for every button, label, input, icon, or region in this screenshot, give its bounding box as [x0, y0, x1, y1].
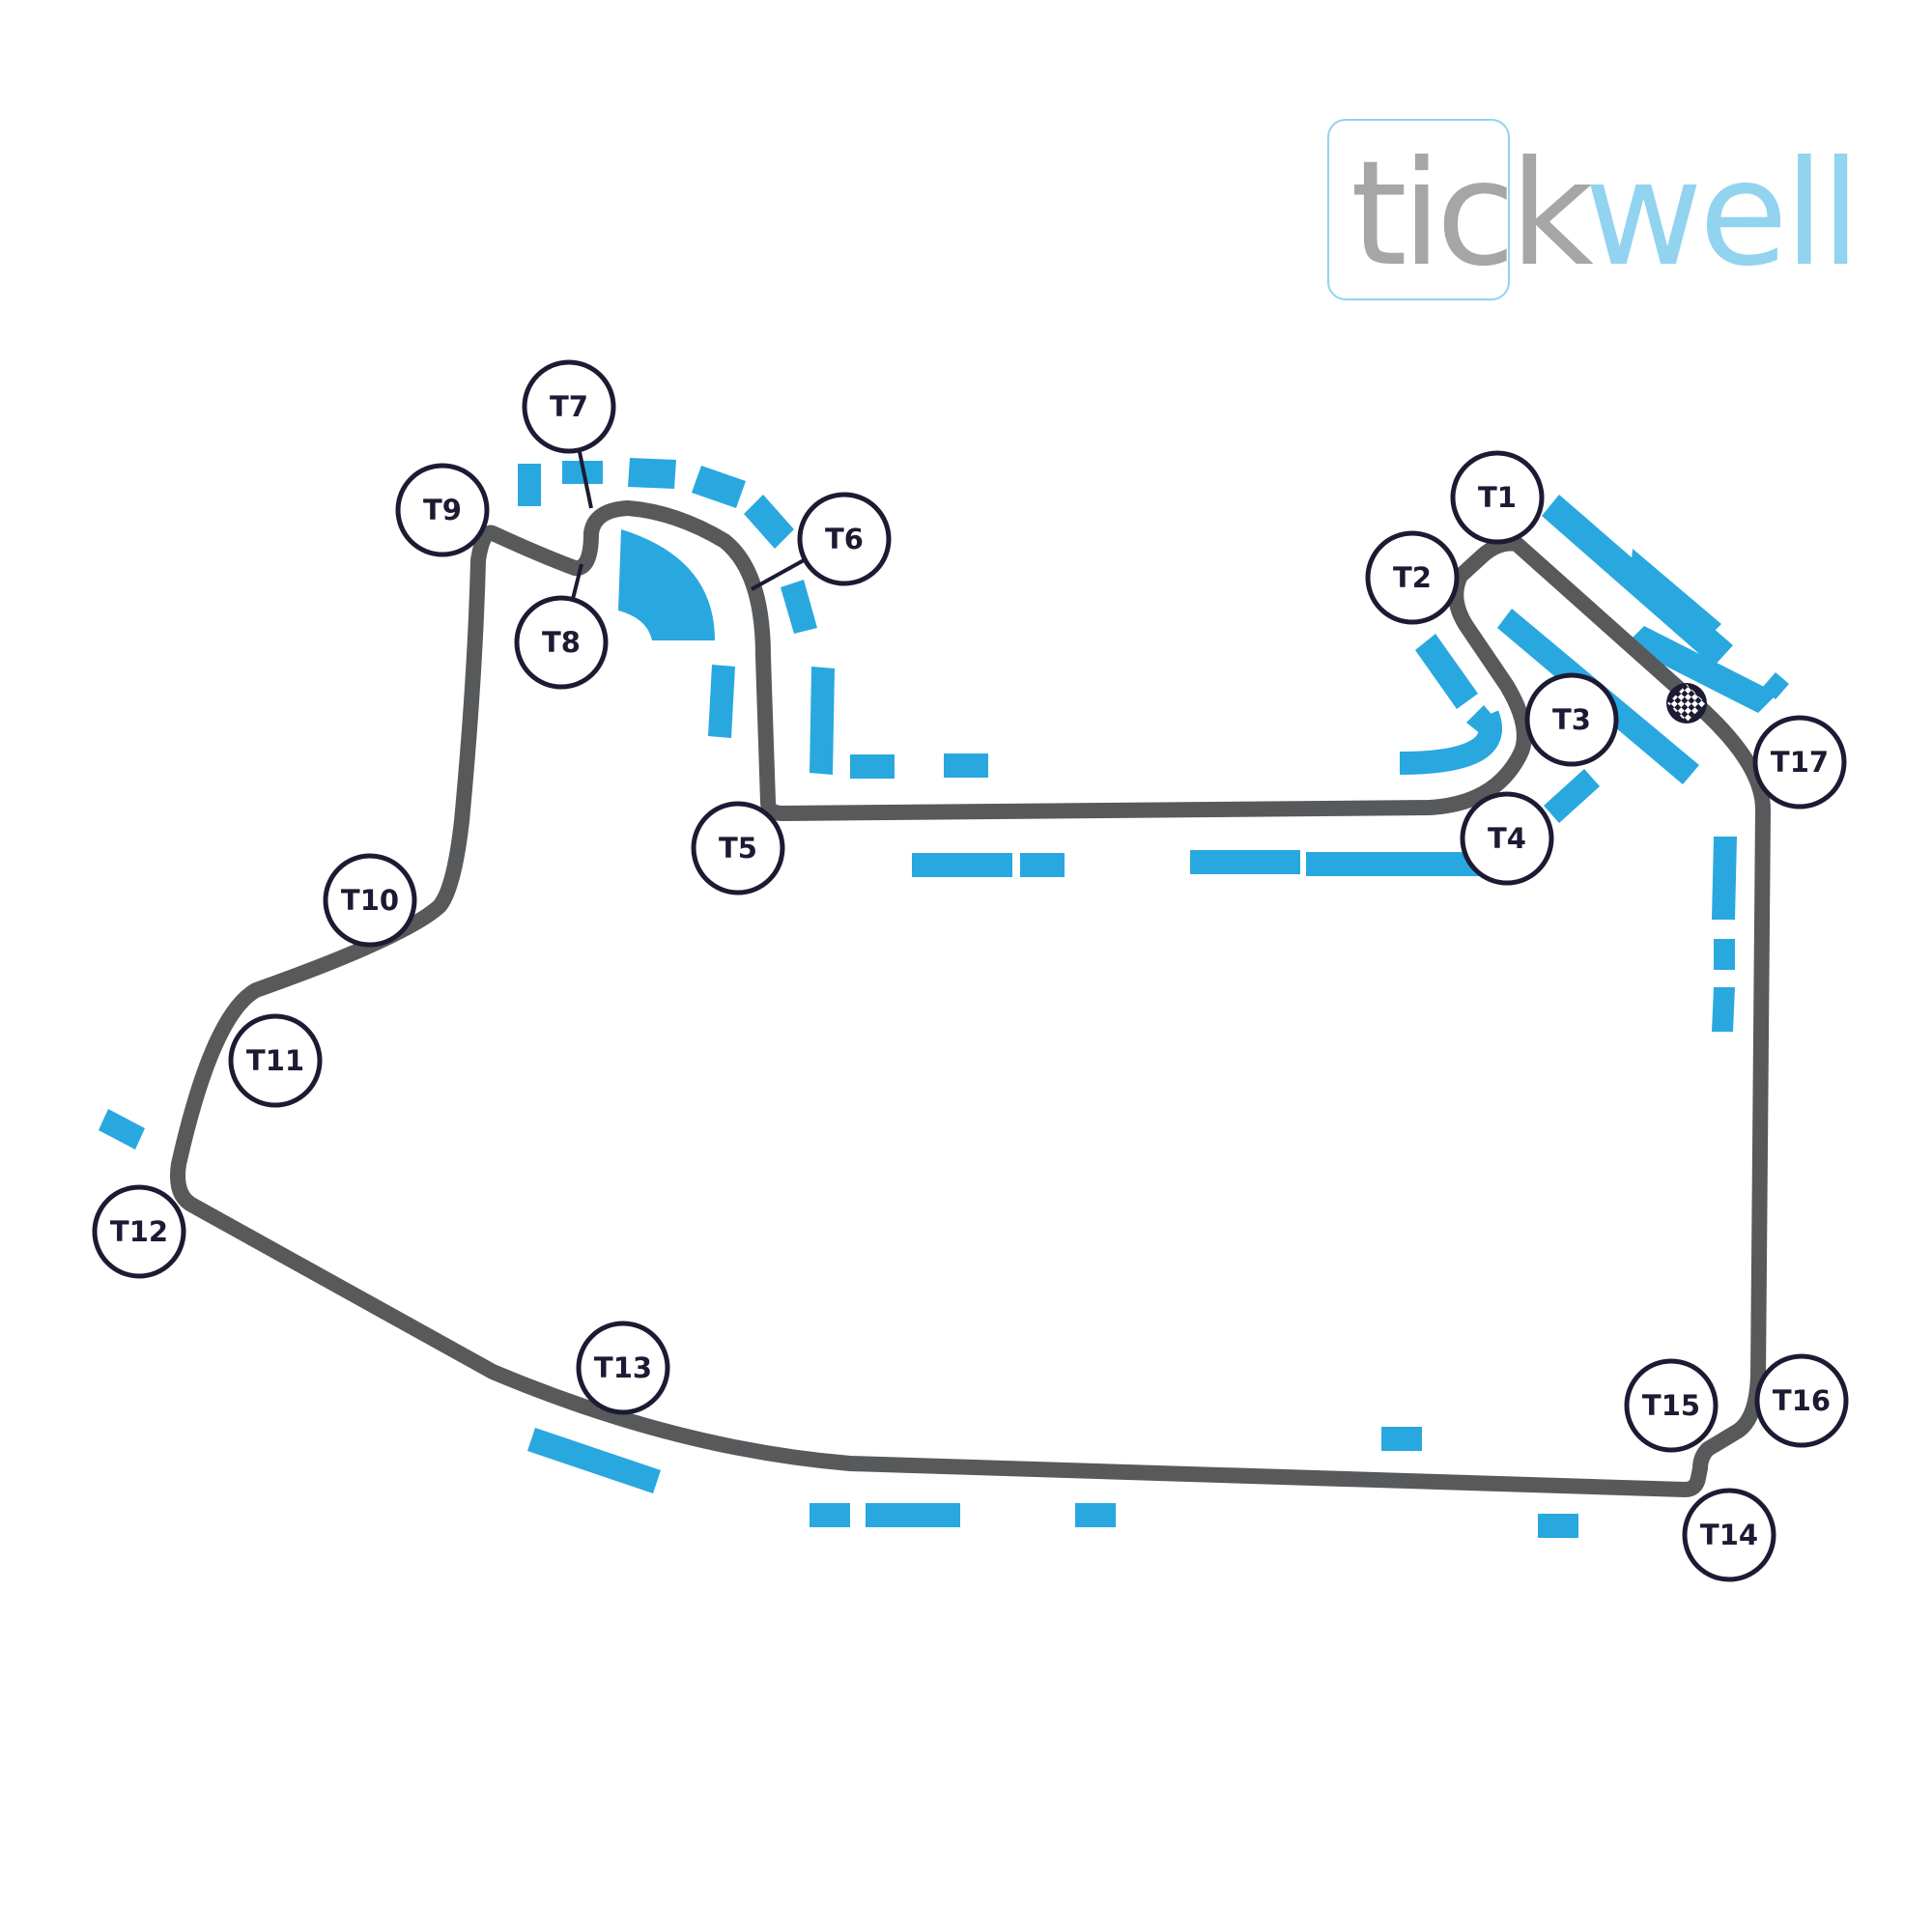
- corner-marker-t5: T5: [691, 801, 785, 895]
- corner-marker-t4: T4: [1460, 791, 1554, 886]
- corner-marker-t16: T16: [1754, 1353, 1849, 1448]
- grandstands: [99, 458, 1789, 1538]
- corner-markers: T1 T2 T3 T4 T5 T6 T7 T8: [92, 359, 1849, 1582]
- corner-marker-t13: T13: [576, 1321, 670, 1415]
- logo-frame: [1327, 119, 1510, 300]
- corner-label: T7: [550, 390, 588, 423]
- corner-label: T5: [719, 832, 757, 865]
- corner-marker-t8: T8: [514, 595, 609, 690]
- corner-label: T6: [825, 523, 864, 555]
- corner-marker-t6: T6: [797, 492, 892, 586]
- corner-label: T17: [1771, 746, 1829, 779]
- corner-marker-t17: T17: [1752, 715, 1847, 810]
- corner-label: T11: [246, 1044, 304, 1077]
- infield-stand: [618, 529, 715, 640]
- corner-marker-t1: T1: [1450, 450, 1545, 545]
- race-track: [170, 500, 1771, 1497]
- corner-marker-t2: T2: [1365, 530, 1460, 625]
- corner-marker-t12: T12: [92, 1184, 186, 1279]
- corner-label: T3: [1552, 703, 1591, 736]
- corner-marker-t14: T14: [1682, 1488, 1776, 1582]
- corner-label: T14: [1700, 1519, 1758, 1551]
- corner-label: T4: [1488, 822, 1526, 855]
- logo-text-well: well: [1584, 130, 1857, 298]
- corner-label: T12: [110, 1215, 168, 1248]
- corner-label: T8: [542, 626, 581, 659]
- corner-marker-t10: T10: [323, 853, 417, 948]
- corner-label: T1: [1478, 481, 1517, 514]
- checkered-flag-icon: [1666, 683, 1707, 724]
- corner-marker-t9: T9: [395, 463, 490, 557]
- corner-marker-t11: T11: [228, 1013, 323, 1108]
- corner-label: T16: [1773, 1384, 1831, 1417]
- corner-marker-t7: T7: [522, 359, 616, 454]
- corner-label: T15: [1642, 1389, 1700, 1422]
- logo-text-tick: tick: [1350, 130, 1594, 298]
- tickwell-logo: tick well: [1327, 119, 1861, 300]
- corner-label: T13: [594, 1351, 652, 1384]
- corner-label: T10: [341, 884, 399, 917]
- corner-label: T2: [1393, 561, 1432, 594]
- corner-marker-t3: T3: [1524, 672, 1619, 767]
- corner-label: T9: [423, 494, 462, 526]
- corner-marker-t15: T15: [1624, 1358, 1719, 1453]
